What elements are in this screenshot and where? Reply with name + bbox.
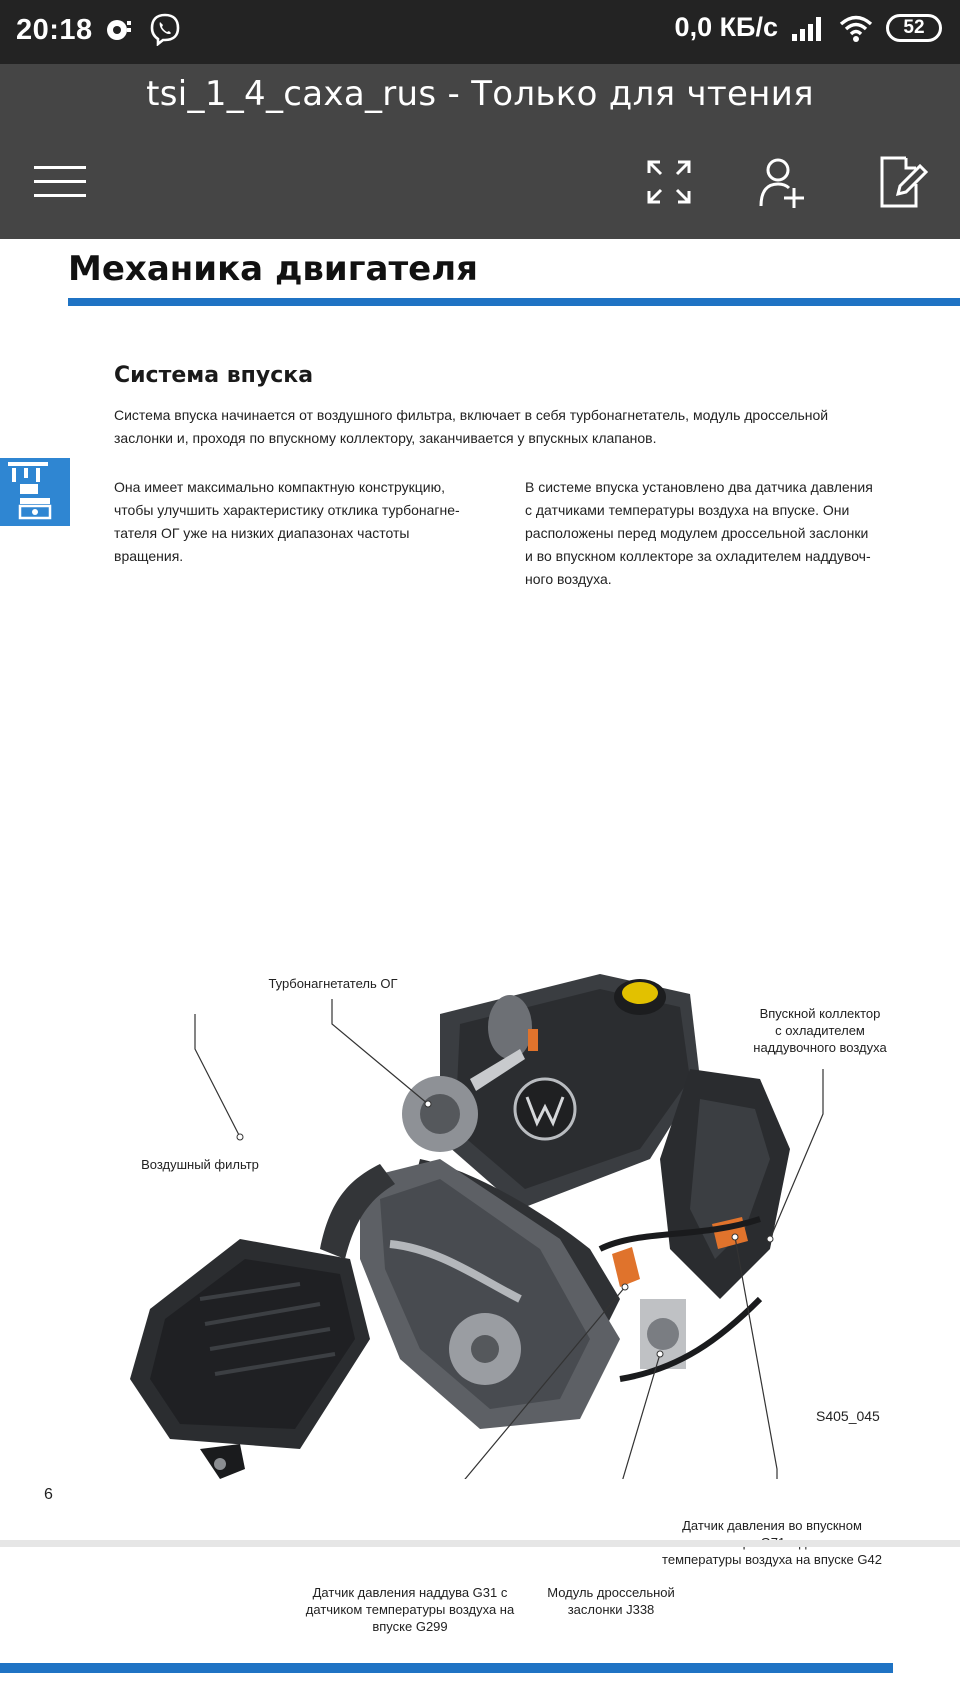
engine-illustration — [130, 974, 824, 1576]
menu-icon — [34, 166, 86, 197]
status-time: 20:18 — [16, 14, 93, 46]
right-column-paragraph: В системе впуска установлено два датчика… — [525, 476, 905, 591]
add-user-button[interactable] — [752, 150, 816, 214]
callout-line: наддувочного воздуха — [753, 1040, 887, 1055]
next-page-title-rule — [0, 1663, 893, 1673]
status-right: 0,0 КБ/с 52 — [675, 12, 942, 43]
text-line: расположены перед модулем дроссельной за… — [525, 525, 869, 541]
wifi-icon — [839, 15, 873, 42]
section-title: Механика двигателя — [68, 249, 478, 289]
engine-figure: Турбонагнетатель ОГ Впускной коллектор с… — [0, 779, 960, 1634]
callout-line: с охладителем — [775, 1023, 865, 1038]
callout-line: Модуль дроссельной — [547, 1585, 675, 1600]
callout-line: впуске G299 — [372, 1619, 448, 1634]
callout-line: температуры воздуха на впуске G42 — [662, 1552, 882, 1567]
status-left-icons — [104, 12, 182, 46]
callout-boost-sensor: Датчик давления наддува G31 с датчиком т… — [290, 1584, 530, 1635]
edit-icon — [880, 156, 928, 208]
callout-line: заслонки J338 — [567, 1602, 655, 1617]
callout-line: Датчик давления во впускном — [682, 1518, 862, 1533]
callout-line: Впускной коллектор — [759, 1006, 881, 1021]
engine-section-tab — [0, 458, 70, 526]
callout-throttle-module: Модуль дроссельной заслонки J338 — [535, 1584, 687, 1618]
page-divider — [0, 1540, 960, 1547]
text-line: вращения. — [114, 548, 184, 564]
text-line: чтобы улучшить характеристику отклика ту… — [114, 502, 460, 518]
battery-icon: 52 — [886, 13, 942, 42]
text-line: ного воздуха. — [525, 571, 612, 587]
left-column-paragraph: Она имеет максимально компактную констру… — [114, 476, 494, 568]
text-line: с датчиками температуры воздуха на впуск… — [525, 502, 850, 518]
add-user-icon — [759, 158, 804, 208]
text-line: Система впуска начинается от воздушного … — [114, 407, 829, 423]
page-number: 6 — [44, 1486, 53, 1503]
text-line: Она имеет максимально компактную констру… — [114, 479, 446, 495]
callout-air-filter: Воздушный фильтр — [141, 1157, 259, 1172]
document-page[interactable]: Механика двигателя Система впуска Систем… — [0, 239, 960, 1634]
status-bar: 20:18 0,0 КБ/с 52 — [0, 0, 960, 64]
text-line: заслонки и, проходя по впускному коллект… — [114, 430, 657, 446]
fullscreen-icon — [647, 160, 691, 204]
signal-icon — [792, 16, 821, 41]
callout-line: Датчик давления наддува G31 с — [312, 1585, 508, 1600]
network-speed: 0,0 КБ/с — [674, 12, 778, 42]
title-rule — [68, 298, 960, 306]
edit-button[interactable] — [870, 150, 934, 214]
engine-mechanics-icon — [8, 462, 52, 520]
callout-turbocharger: Турбонагнетатель ОГ — [268, 976, 398, 991]
text-line: В системе впуска установлено два датчика… — [525, 479, 873, 495]
menu-button[interactable] — [28, 150, 92, 214]
app-bar: tsi_1_4_caxa_rus - Только для чтения — [0, 64, 960, 239]
text-line: тателя ОГ уже на низких диапазонах часто… — [114, 525, 410, 541]
subsection-title: Система впуска — [114, 363, 314, 388]
cast-icon — [107, 20, 131, 40]
viber-icon — [150, 13, 180, 46]
callout-line: датчиком температуры воздуха на — [305, 1602, 515, 1617]
callout-intake-manifold: Впускной коллектор с охладителем наддуво… — [730, 1005, 910, 1056]
text-line: и во впускном коллекторе за охладителем … — [525, 548, 871, 564]
intro-paragraph: Система впуска начинается от воздушного … — [114, 404, 904, 450]
figure-code: S405_045 — [816, 1408, 880, 1424]
fullscreen-button[interactable] — [637, 150, 701, 214]
battery-level: 52 — [903, 16, 925, 38]
document-title: tsi_1_4_caxa_rus - Только для чтения — [146, 74, 814, 114]
